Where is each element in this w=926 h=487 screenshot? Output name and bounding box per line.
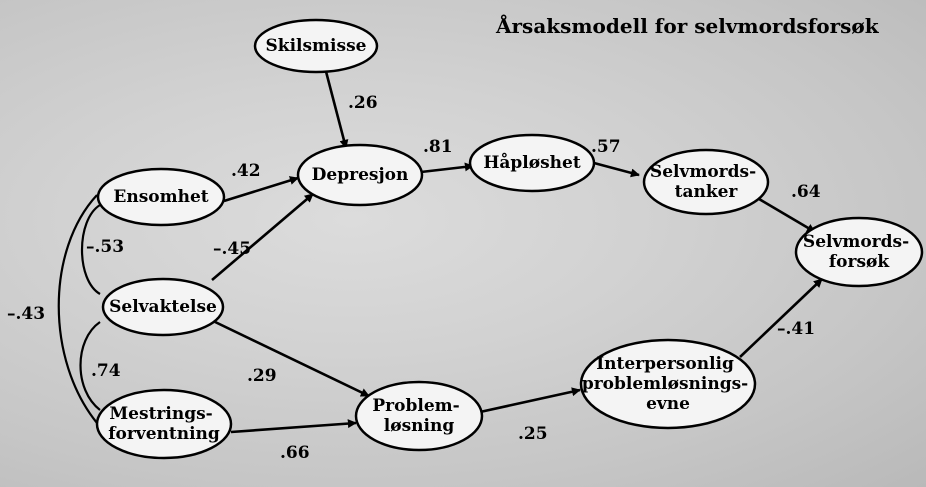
arrow-haploshet-selvmordstanker: [593, 161, 640, 178]
coef-selvaktelse-problemlosning: .29: [247, 366, 277, 386]
node-label: Selvmords- forsøk: [803, 232, 915, 272]
node-label: Mestrings- forventning: [108, 404, 220, 444]
coef-depresjon-haploshet: .81: [423, 137, 453, 157]
node-label: Ensomhet: [113, 187, 208, 207]
node-label: Depresjon: [312, 165, 409, 185]
arrow-mestringsforventning-problemlosning: [230, 419, 357, 434]
node-interpersonlig: Interpersonlig problemløsnings- evne: [579, 338, 757, 430]
coefficient-labels: .26 .42 –.45 .81 .57 .64 .29 .66 .25 –.4…: [7, 93, 821, 463]
coef-ensomhet-depresjon: .42: [231, 161, 261, 181]
node-problemlosning: Problem- løsning: [354, 380, 484, 452]
correlation-arcs: [57, 194, 101, 424]
node-label: Håpløshet: [483, 152, 581, 173]
node-depresjon: Depresjon: [296, 143, 424, 207]
coef-selvmordstanker-selvmordsforsok: .64: [791, 182, 821, 202]
arrow-interpersonlig-selvmordsforsok: [739, 278, 823, 358]
arrow-selvaktelse-depresjon: [211, 193, 314, 281]
corr-arc-ensomhet-mestringsforventning: [57, 194, 98, 424]
corr-arc-ensomhet-selvaktelse: [81, 204, 101, 295]
node-label: Selvaktelse: [109, 297, 217, 317]
coef-haploshet-selvmordstanker: .57: [591, 137, 621, 157]
arrow-problemlosning-interpersonlig: [479, 387, 581, 414]
coef-ensomhet-mestringsforventning: –.43: [7, 304, 45, 324]
arrow-depresjon-haploshet: [420, 162, 474, 174]
coef-ensomhet-selvaktelse: –.53: [86, 237, 124, 257]
node-ensomhet: Ensomhet: [96, 167, 226, 227]
coef-skilsmisse-depresjon: .26: [348, 93, 378, 113]
diagram-title: Årsaksmodell for selvmordsforsøk: [495, 14, 880, 38]
coef-problemlosning-interpersonlig: .25: [518, 424, 548, 444]
arrow-ensomhet-depresjon: [223, 176, 299, 203]
node-label: Skilsmisse: [266, 36, 367, 56]
arrow-selvaktelse-problemlosning: [210, 318, 370, 398]
path-arrows: [210, 59, 823, 434]
node-label: Selvmords- tanker: [650, 162, 762, 202]
node-skilsmisse: Skilsmisse: [253, 18, 379, 74]
node-haploshet: Håpløshet: [468, 133, 596, 193]
node-selvmordstanker: Selvmords- tanker: [642, 148, 770, 216]
coef-interpersonlig-selvmordsforsok: –.41: [777, 319, 815, 339]
node-label: Interpersonlig problemløsnings- evne: [582, 354, 754, 414]
node-selvaktelse: Selvaktelse: [101, 277, 225, 337]
corr-arc-selvaktelse-mestringsforventning: [79, 321, 101, 411]
arrow-selvmordstanker-selvmordsforsok: [753, 194, 816, 234]
coef-mestringsforventning-problemlosning: .66: [280, 443, 310, 463]
node-mestringsforventning: Mestrings- forventning: [95, 388, 233, 460]
arrow-skilsmisse-depresjon: [321, 59, 349, 149]
coef-selvaktelse-depresjon: –.45: [213, 239, 251, 259]
node-selvmordsforsok: Selvmords- forsøk: [794, 216, 924, 288]
coef-selvaktelse-mestringsforventning: .74: [91, 361, 121, 381]
node-label: Problem- løsning: [372, 396, 465, 436]
